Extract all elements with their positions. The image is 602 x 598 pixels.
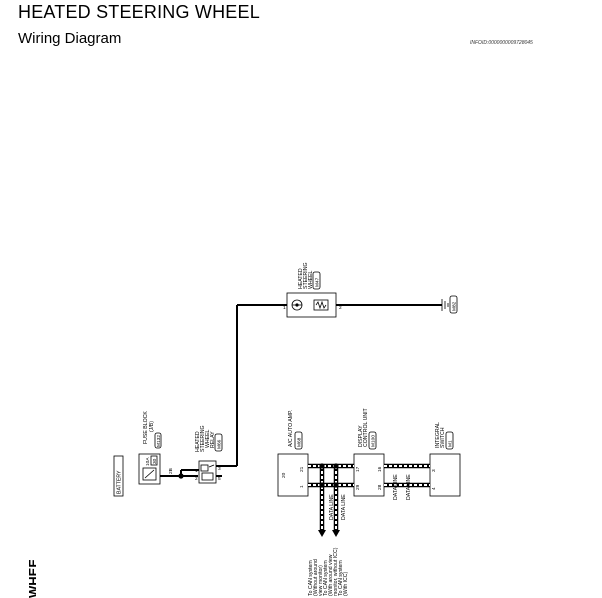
ac-amp-connector-badge bbox=[294, 431, 303, 450]
fuse-terminal: 2B bbox=[168, 468, 174, 474]
fuse-number: 30 bbox=[152, 458, 158, 464]
can-splice-dot-3 bbox=[319, 482, 325, 488]
display-unit-connector: M100 bbox=[371, 435, 377, 447]
integral-switch-pin-4: 4 bbox=[431, 487, 437, 490]
display-unit-pin-16: 16 bbox=[377, 466, 383, 472]
can-note-6: monitor, without ICC) bbox=[333, 547, 339, 596]
can-splice-dot-4 bbox=[333, 482, 339, 488]
ac-amp-pin-1: 1 bbox=[299, 485, 305, 488]
page-subtitle: Wiring Diagram bbox=[18, 30, 122, 47]
ac-amp-connector: M68 bbox=[297, 437, 303, 447]
can-splice-dot-2 bbox=[333, 463, 339, 469]
can-destination-notes: To CAN system (Without around view monit… bbox=[308, 547, 349, 596]
can-data-line-label-1: DATA LINE bbox=[329, 494, 335, 520]
ground-connector-badge bbox=[449, 295, 458, 314]
display-unit-connector-badge bbox=[368, 431, 377, 450]
relay-pin-5: 5 bbox=[218, 476, 221, 482]
can-note-7: To CAN system bbox=[338, 560, 344, 596]
ground-label: M82 bbox=[452, 301, 458, 311]
relay-pin-3: 3 bbox=[218, 466, 221, 472]
heated-wheel-label-1: HEATED bbox=[298, 268, 304, 289]
relay-switch-contact bbox=[208, 464, 215, 468]
relay-label-3: WHEEL bbox=[205, 429, 211, 448]
can-note-4: To CAN system bbox=[323, 560, 329, 596]
can-note-5: (With around view bbox=[328, 554, 334, 596]
battery-label: BATTERY bbox=[117, 470, 123, 494]
fuse-number-badge bbox=[150, 455, 158, 466]
ac-amp-label: A/C AUTO AMP. bbox=[288, 410, 294, 447]
relay-label-4: RELAY bbox=[210, 431, 216, 448]
integral-switch-pin-3: 3 bbox=[431, 469, 437, 472]
heated-wheel-label-3: WHEEL bbox=[308, 270, 314, 289]
display-unit-pin-29: 29 bbox=[355, 484, 361, 490]
can-arrow-down-icon-1 bbox=[318, 530, 326, 537]
relay-connector: M66 bbox=[217, 439, 223, 449]
relay-coil bbox=[200, 464, 209, 472]
display-unit-box bbox=[353, 453, 385, 497]
relay-pin-2: 2 bbox=[195, 476, 198, 482]
fuse-block-label: FUSE BLOCK bbox=[143, 411, 149, 444]
can-note-8: (With ICC) bbox=[343, 572, 349, 596]
can-arrow-down-icon-2 bbox=[332, 530, 340, 537]
fuse-block-connector-badge bbox=[154, 432, 162, 449]
display-unit-pin-17: 17 bbox=[355, 466, 361, 472]
can-data-line-label-2: DATA LINE bbox=[341, 494, 347, 520]
fuse-block-connector: M132 bbox=[156, 435, 162, 447]
relay-label-1: HEATED bbox=[195, 431, 201, 452]
relay-switch-housing bbox=[201, 472, 214, 481]
display-unit-label-1: DISPLAY bbox=[358, 425, 364, 447]
heated-wheel-label-2: STEERING bbox=[303, 262, 309, 289]
heated-wheel-pin-right: 2 bbox=[339, 305, 342, 311]
integral-switch-connector-badge bbox=[445, 431, 454, 450]
display-unit-pin-28: 28 bbox=[377, 484, 383, 490]
info-id: INFOID:0000000009728045 bbox=[470, 40, 533, 46]
integral-switch-label-2: SWITCH bbox=[440, 427, 446, 448]
relay-pin-1: 1 bbox=[195, 468, 198, 474]
integral-switch-connector: M1 bbox=[448, 440, 454, 447]
heated-wheel-pin-left: 1 bbox=[283, 305, 286, 311]
integral-switch-label-1: INTEGRAL bbox=[435, 422, 441, 448]
relay-label-2: STEERING bbox=[200, 425, 206, 452]
battery-box bbox=[113, 455, 124, 497]
can-data-line-label-4: DATA LINE bbox=[406, 474, 412, 500]
can-splice-dot-1 bbox=[319, 463, 325, 469]
display-unit-label-2: CONTROL UNIT bbox=[363, 407, 369, 447]
fuse-block-sublabel: (J/B) bbox=[149, 421, 155, 432]
ac-amp-pin-21: 21 bbox=[299, 466, 305, 472]
can-data-line-label-3: DATA LINE bbox=[393, 474, 399, 500]
can-note-1: To CAN system bbox=[308, 560, 314, 596]
fuse-link-icon bbox=[144, 469, 155, 479]
page-title: HEATED STEERING WHEEL bbox=[18, 2, 260, 22]
can-note-2: (Without around bbox=[313, 559, 319, 596]
heated-wheel-connector: M47 bbox=[315, 277, 321, 287]
heated-wheel-connector-badge bbox=[312, 271, 321, 290]
can-note-3: view monitor) bbox=[318, 565, 324, 596]
ac-amp-pin-20: 20 bbox=[281, 472, 287, 478]
relay-connector-badge bbox=[214, 433, 223, 452]
fuse-rating: 10A bbox=[145, 457, 151, 466]
heater-resistor-icon bbox=[315, 300, 327, 310]
integral-switch-box bbox=[429, 453, 461, 497]
ac-amp-box bbox=[277, 453, 309, 497]
